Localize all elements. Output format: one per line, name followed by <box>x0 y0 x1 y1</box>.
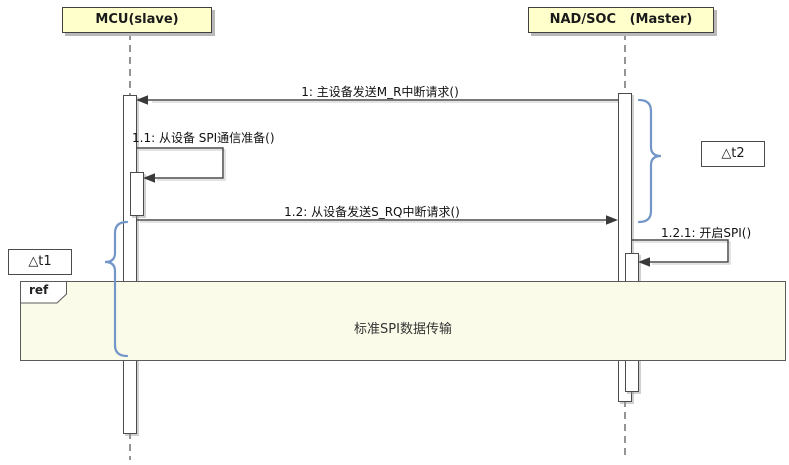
fragment-ref: ref 标准SPI数据传输 <box>20 281 786 361</box>
message-1-2-1-arrowhead <box>638 257 650 267</box>
message-1-arrowhead <box>136 95 148 105</box>
message-1-2-1-shadow <box>633 241 731 265</box>
fragment-title: 标准SPI数据传输 <box>354 322 452 337</box>
annotation-t2: △t2 <box>701 141 765 167</box>
message-1-2-1-line <box>631 239 729 263</box>
fragment-ref-tab: ref <box>20 281 68 304</box>
message-1-label: 1: 主设备发送M_R中断请求() <box>301 85 459 99</box>
curly-brace-t2 <box>637 98 662 224</box>
message-1-2-label: 1.2: 从设备发送S_RQ中断请求() <box>284 205 460 219</box>
annotation-t1: △t1 <box>8 249 72 275</box>
message-1-1-arrowhead <box>143 173 155 183</box>
activation-mcu-nested <box>130 172 144 216</box>
message-1-2-arrowhead <box>606 215 618 225</box>
lifeline-header-nad: NAD/SOC (Master) <box>528 7 714 33</box>
fragment-tab-shape <box>20 281 67 304</box>
message-1-1-line <box>136 147 224 179</box>
message-1-1-shadow <box>138 149 226 181</box>
message-1-2-1-label: 1.2.1: 开启SPI() <box>661 226 752 240</box>
message-1-1-label: 1.1: 从设备 SPI通信准备() <box>132 131 275 145</box>
fragment-operator-label: ref <box>29 283 49 297</box>
lifeline-header-mcu: MCU(slave) <box>62 7 212 33</box>
